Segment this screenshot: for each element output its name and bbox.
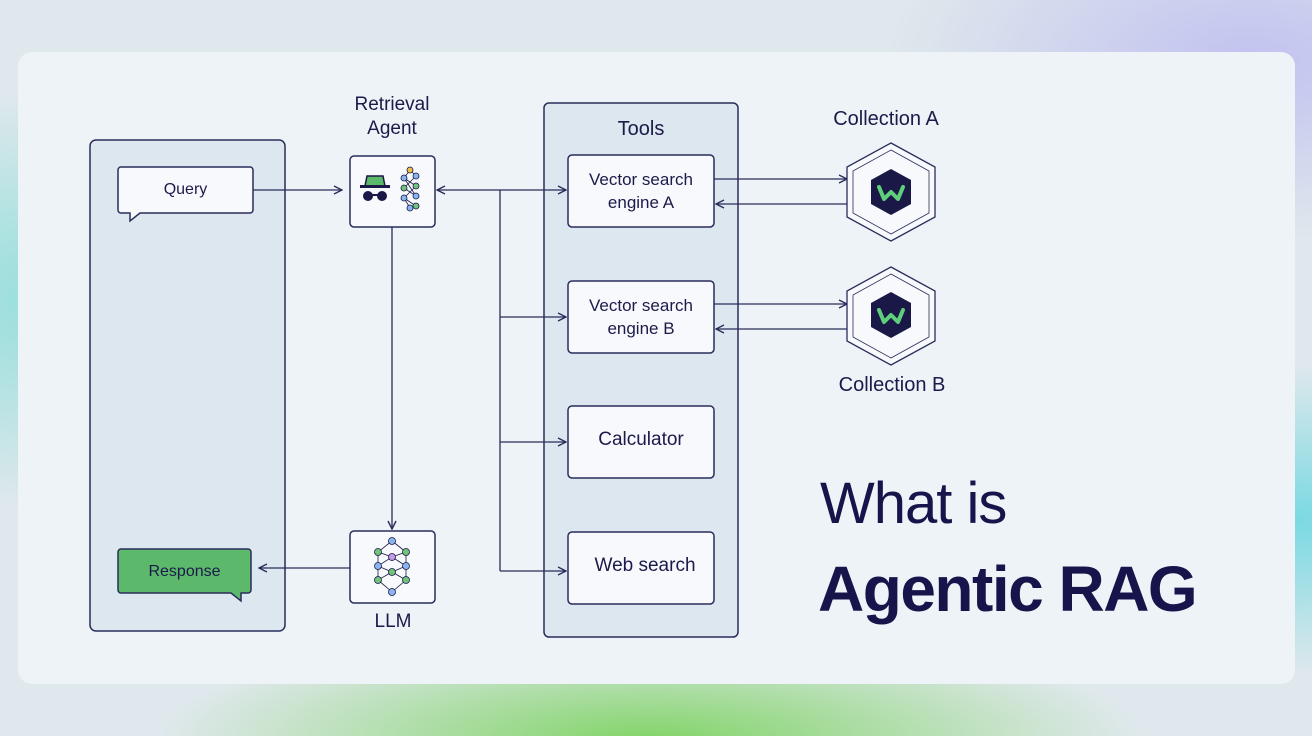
spy-agent-icon (360, 175, 390, 201)
tool-box-calculator (567, 405, 715, 479)
collection-a-label: Collection A (833, 108, 939, 130)
tool-box-vector-b (567, 280, 715, 354)
tools-label: Tools (617, 118, 665, 140)
user-panel (89, 139, 286, 632)
collection-a-cube (846, 142, 936, 242)
weaviate-logo-icon (871, 292, 911, 338)
response-bubble (117, 548, 252, 603)
collection-b-label: Collection B (838, 374, 946, 396)
tool-label-vector-a: Vector search engine A (589, 170, 693, 212)
tool-label-vector-b: Vector search engine B (589, 296, 693, 338)
retrieval-agent-label: Retrieval Agent (354, 94, 430, 139)
tools-panel (543, 102, 739, 638)
connectors (253, 179, 847, 571)
weaviate-logo-icon (871, 169, 911, 215)
tool-box-web-search (567, 531, 715, 605)
query-bubble (117, 166, 254, 223)
headline-line1: What is (820, 471, 1007, 536)
query-label: Query (163, 181, 208, 198)
collection-b-cube (846, 266, 936, 366)
llm-box (349, 530, 436, 604)
llm-network-icon (374, 537, 410, 596)
tool-label-calculator: Calculator (598, 429, 684, 450)
tool-box-vector-a (567, 154, 715, 228)
response-label: Response (148, 563, 221, 580)
retrieval-agent-box (349, 155, 436, 228)
neural-network-icon (400, 166, 420, 212)
tool-label-web-search: Web search (594, 555, 696, 576)
llm-label: LLM (374, 611, 412, 632)
headline-line2: Agentic RAG (818, 553, 1198, 625)
